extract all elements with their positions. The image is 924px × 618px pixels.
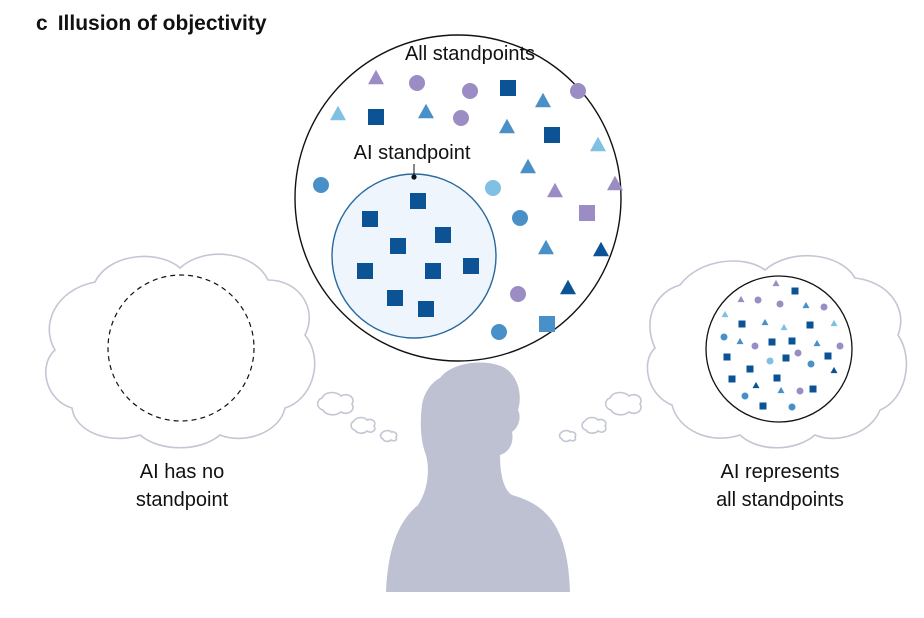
- circle-icon: [741, 392, 749, 400]
- square-icon: [368, 109, 384, 125]
- left-bubble-small: [379, 429, 398, 443]
- square-icon: [759, 402, 767, 410]
- dashed-circle-icon: [107, 274, 255, 422]
- circle-icon: [453, 110, 469, 126]
- circle-icon: [836, 342, 844, 350]
- right-bubble-large: [604, 391, 642, 416]
- square-icon: [768, 338, 776, 346]
- panel-heading: c Illusion of objectivity: [36, 12, 267, 36]
- square-icon: [788, 337, 796, 345]
- triangle-icon: [830, 366, 838, 374]
- square-icon: [539, 316, 555, 332]
- circle-icon: [720, 333, 728, 341]
- left-caption-line1: AI has no: [139, 461, 225, 483]
- triangle-icon: [802, 301, 810, 309]
- triangle-icon: [538, 239, 554, 255]
- left-bubble-large: [316, 391, 354, 416]
- right-bubble-small: [558, 429, 577, 443]
- triangle-icon: [330, 105, 346, 121]
- circle-icon: [751, 342, 759, 350]
- ai-standpoint-label: AI standpoint: [354, 142, 471, 164]
- circle-icon: [794, 349, 802, 357]
- right-caption-line1: AI represents: [720, 461, 840, 483]
- square-icon: [463, 258, 479, 274]
- triangle-icon: [780, 323, 788, 331]
- square-icon: [806, 321, 814, 329]
- triangle-icon: [736, 337, 744, 345]
- circle-icon: [462, 83, 478, 99]
- triangle-icon: [560, 279, 576, 295]
- circle-icon: [788, 403, 796, 411]
- triangle-icon: [752, 381, 760, 389]
- mini-standpoint-shapes: [720, 279, 844, 411]
- triangle-icon: [593, 241, 609, 257]
- square-icon: [579, 205, 595, 221]
- square-icon: [425, 263, 441, 279]
- square-icon: [418, 301, 434, 317]
- left-thought-cloud: [45, 253, 316, 449]
- square-icon: [544, 127, 560, 143]
- circle-icon: [510, 286, 526, 302]
- triangle-icon: [607, 175, 623, 191]
- circle-icon: [796, 387, 804, 395]
- triangle-icon: [813, 339, 821, 347]
- triangle-icon: [418, 103, 434, 119]
- square-icon: [738, 320, 746, 328]
- mini-standpoints-circle: [705, 275, 853, 423]
- triangle-icon: [761, 318, 769, 326]
- circle-icon: [807, 360, 815, 368]
- person-silhouette-icon: [386, 362, 570, 592]
- panel-title: Illusion of objectivity: [57, 12, 267, 35]
- triangle-icon: [772, 279, 780, 287]
- circle-icon: [485, 180, 501, 196]
- square-icon: [824, 352, 832, 360]
- circle-icon: [766, 357, 774, 365]
- triangle-icon: [499, 118, 515, 134]
- circle-icon: [754, 296, 762, 304]
- circle-icon: [512, 210, 528, 226]
- square-icon: [746, 365, 754, 373]
- circle-icon: [491, 324, 507, 340]
- square-icon: [728, 375, 736, 383]
- triangle-icon: [368, 69, 384, 85]
- square-icon: [410, 193, 426, 209]
- square-icon: [809, 385, 817, 393]
- square-icon: [435, 227, 451, 243]
- square-icon: [387, 290, 403, 306]
- left-caption-line2: standpoint: [135, 489, 229, 511]
- circle-icon: [776, 300, 784, 308]
- triangle-icon: [547, 182, 563, 198]
- triangle-icon: [520, 158, 536, 174]
- circle-icon: [313, 177, 329, 193]
- all-standpoints-label: All standpoints: [405, 43, 535, 65]
- triangle-icon: [737, 295, 745, 303]
- triangle-icon: [830, 319, 838, 327]
- triangle-icon: [535, 92, 551, 108]
- left-caption: AI has no standpoint: [92, 458, 272, 514]
- circle-icon: [409, 75, 425, 91]
- left-bubble-medium: [350, 416, 376, 434]
- triangle-icon: [721, 310, 729, 318]
- triangle-icon: [590, 136, 606, 152]
- square-icon: [390, 238, 406, 254]
- square-icon: [773, 374, 781, 382]
- right-caption-line2: all standpoints: [716, 489, 844, 511]
- ai-standpoint-pointer-dot: [411, 174, 417, 180]
- square-icon: [723, 353, 731, 361]
- standpoint-shapes: [313, 69, 623, 340]
- circle-icon: [570, 83, 586, 99]
- square-icon: [782, 354, 790, 362]
- square-icon: [357, 263, 373, 279]
- right-caption: AI represents all standpoints: [680, 458, 880, 514]
- triangle-icon: [777, 386, 785, 394]
- square-icon: [500, 80, 516, 96]
- circle-icon: [820, 303, 828, 311]
- right-bubble-medium: [581, 416, 607, 434]
- square-icon: [362, 211, 378, 227]
- panel-letter: c: [36, 12, 48, 35]
- square-icon: [791, 287, 799, 295]
